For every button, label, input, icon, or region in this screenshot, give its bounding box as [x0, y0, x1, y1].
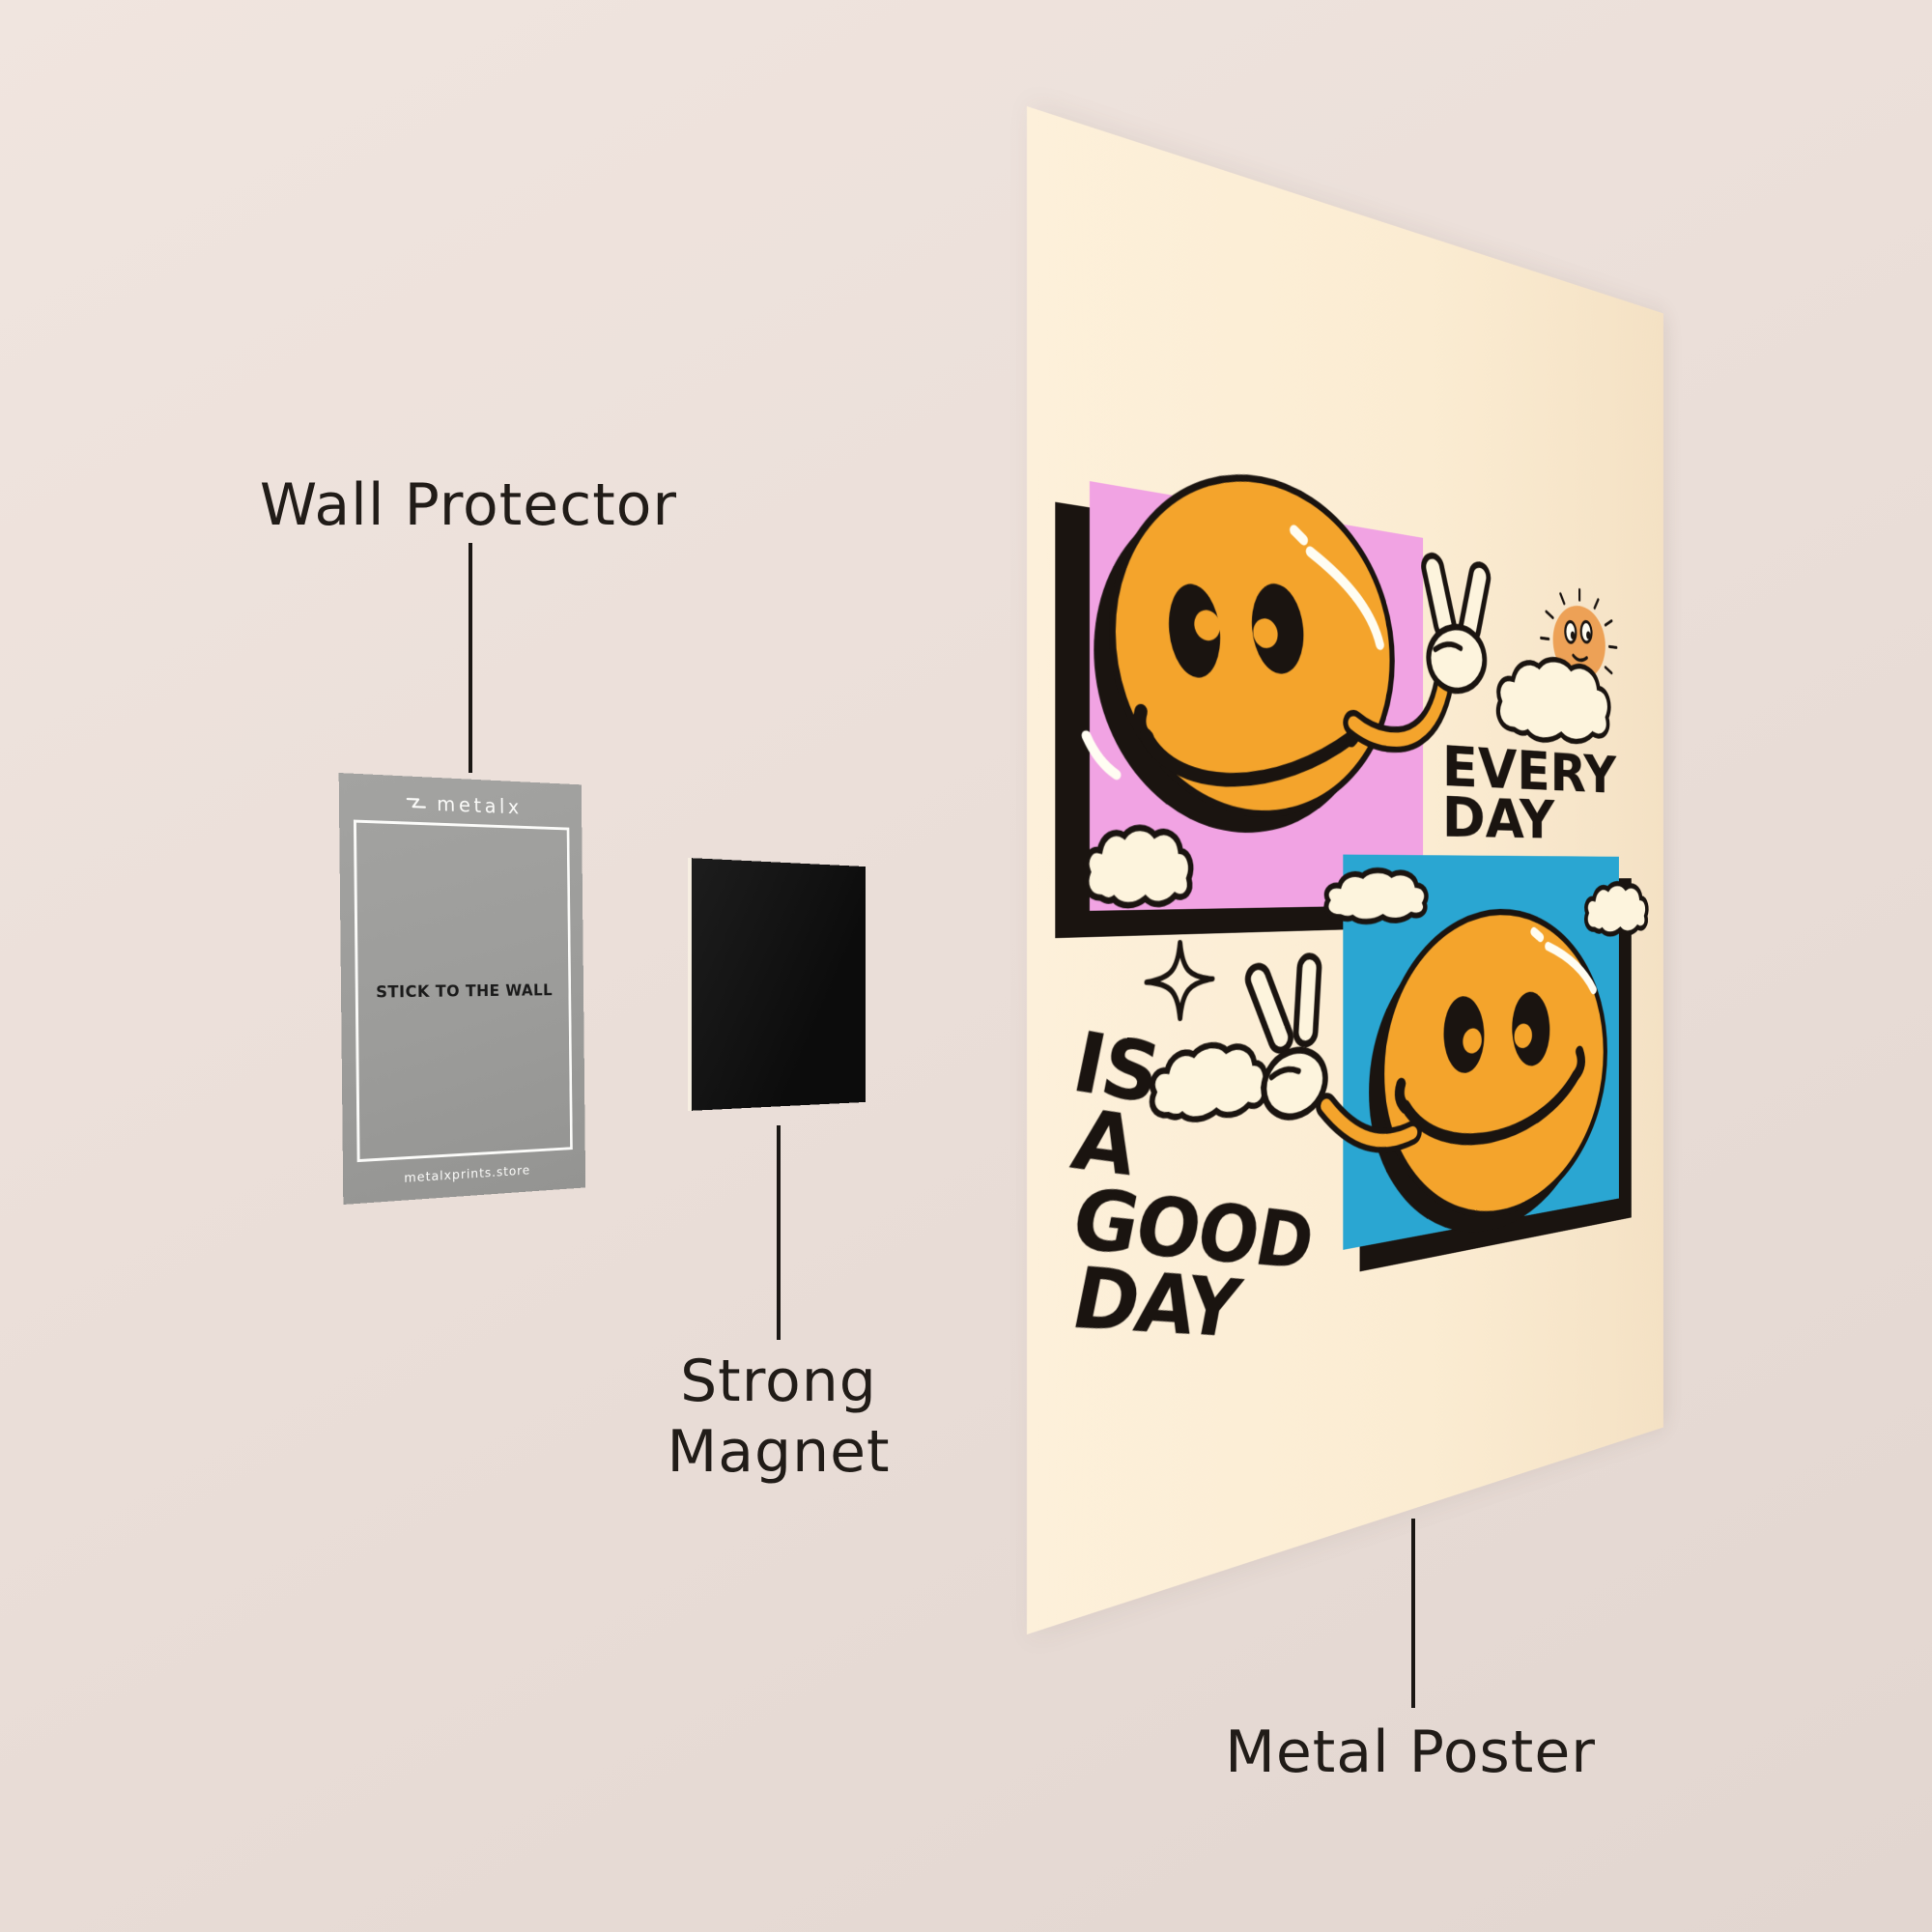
label-strong: Strong — [680, 1348, 877, 1415]
card-instruction: STICK TO THE WALL — [375, 981, 554, 1003]
brand-logo: metalx — [339, 788, 582, 821]
brand-name: metalx — [437, 792, 523, 819]
word-day-top: DAY — [1442, 785, 1555, 851]
card-website: metalxprints.store — [404, 1162, 531, 1186]
label-magnet: Magnet — [667, 1418, 891, 1487]
connector-metal-poster — [1411, 1519, 1415, 1708]
metalx-logo-icon — [405, 795, 429, 811]
smiley-face-top — [1086, 447, 1392, 835]
poster-art: EVERY DAY — [1055, 106, 1663, 1355]
headline-every-day: EVERY DAY — [1442, 734, 1617, 851]
label-wall-protector: Wall Protector — [259, 471, 678, 539]
cloud-blue-left — [1326, 870, 1426, 923]
smiley-head — [1112, 452, 1392, 817]
magnet — [688, 858, 866, 1111]
word-is: IS — [1065, 1013, 1166, 1122]
cloud-blue-right — [1586, 883, 1647, 935]
connector-strong-magnet — [777, 1125, 781, 1340]
word-day-bottom: DAY — [1064, 1249, 1248, 1355]
metal-poster: EVERY DAY — [1027, 106, 1663, 1634]
label-metal-poster: Metal Poster — [1225, 1719, 1596, 1786]
cloud-pink-corner — [1086, 827, 1190, 906]
connector-wall-protector — [469, 543, 472, 773]
cloud-hand — [1152, 1041, 1265, 1124]
sparkle-icon — [1147, 942, 1212, 1021]
wall-protector-card: metalx STICK TO THE WALL metalxprints.st… — [338, 773, 586, 1205]
label-strong-magnet: Strong Magnet — [537, 1347, 1020, 1488]
word-every: EVERY — [1442, 734, 1617, 806]
